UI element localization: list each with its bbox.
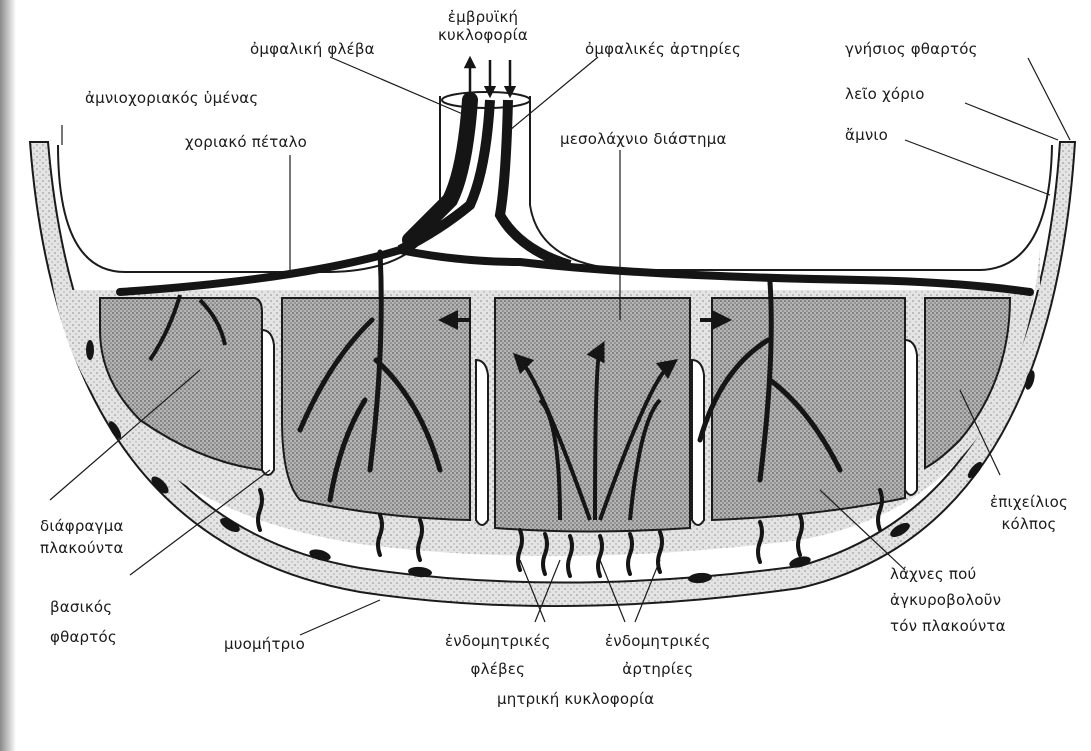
label-endometrial-veins-line2: φλέβες <box>445 660 551 678</box>
label-amnion: ἄμνιο <box>845 126 888 144</box>
label-endometrial-veins: ἐνδομητρικές φλέβες <box>445 632 551 678</box>
label-endometrial-arteries: ἐνδομητρικές ἀρτηρίες <box>605 632 711 678</box>
label-embryonic-circulation-line2: κυκλοφορία <box>438 26 528 44</box>
label-smooth-chorion: λεῖο χόριο <box>845 85 925 103</box>
label-true-decidua: γνήσιος φθαρτός <box>845 40 978 58</box>
label-placental-septum-line2: πλακούντα <box>40 539 124 557</box>
label-maternal-circulation: μητρική κυκλοφορία <box>497 690 654 708</box>
label-embryonic-circulation: ἐμβρυϊκή κυκλοφορία <box>438 8 528 44</box>
label-intervillous-space: μεσολάχνιο διάστημα <box>560 130 727 148</box>
label-anchoring-villi-line1: λάχνες πού <box>890 565 1006 583</box>
label-myometrium: μυομήτριο <box>224 635 305 653</box>
label-endometrial-arteries-line2: ἀρτηρίες <box>605 660 711 678</box>
label-chorionic-plate: χοριακό πέταλο <box>185 133 307 151</box>
label-endometrial-veins-line1: ἐνδομητρικές <box>445 632 551 650</box>
label-embryonic-circulation-line1: ἐμβρυϊκή <box>438 8 528 26</box>
amnion-right-sac <box>530 96 1052 270</box>
label-basal-decidua-line2: φθαρτός <box>50 628 117 646</box>
label-basal-decidua-line1: βασικός <box>50 598 117 616</box>
label-anchoring-villi: λάχνες πού ἀγκυροβολοῦν τόν πλακούντα <box>890 565 1006 635</box>
label-basal-decidua: βασικός φθαρτός <box>50 598 117 646</box>
label-marginal-sinus: ἐπιχείλιος κόλπος <box>990 493 1068 533</box>
label-marginal-sinus-line2: κόλπος <box>990 515 1068 533</box>
label-anchoring-villi-line2: ἀγκυροβολοῦν <box>890 591 1006 609</box>
label-amniochorionic-membrane: ἀμνιοχοριακός ὑμένας <box>85 89 258 107</box>
label-placental-septum-line1: διάφραγμα <box>40 517 124 535</box>
label-placental-septum: διάφραγμα πλακούντα <box>40 517 124 557</box>
label-marginal-sinus-line1: ἐπιχείλιος <box>990 493 1068 511</box>
label-anchoring-villi-line3: τόν πλακούντα <box>890 617 1006 635</box>
umbilical-artery-right <box>500 100 570 265</box>
amnion-left-sac <box>58 96 440 272</box>
label-endometrial-arteries-line1: ἐνδομητρικές <box>605 632 711 650</box>
label-umbilical-vein: ὀμφαλική φλέβα <box>250 40 375 58</box>
label-umbilical-arteries: ὀμφαλικές ἀρτηρίες <box>585 40 741 58</box>
